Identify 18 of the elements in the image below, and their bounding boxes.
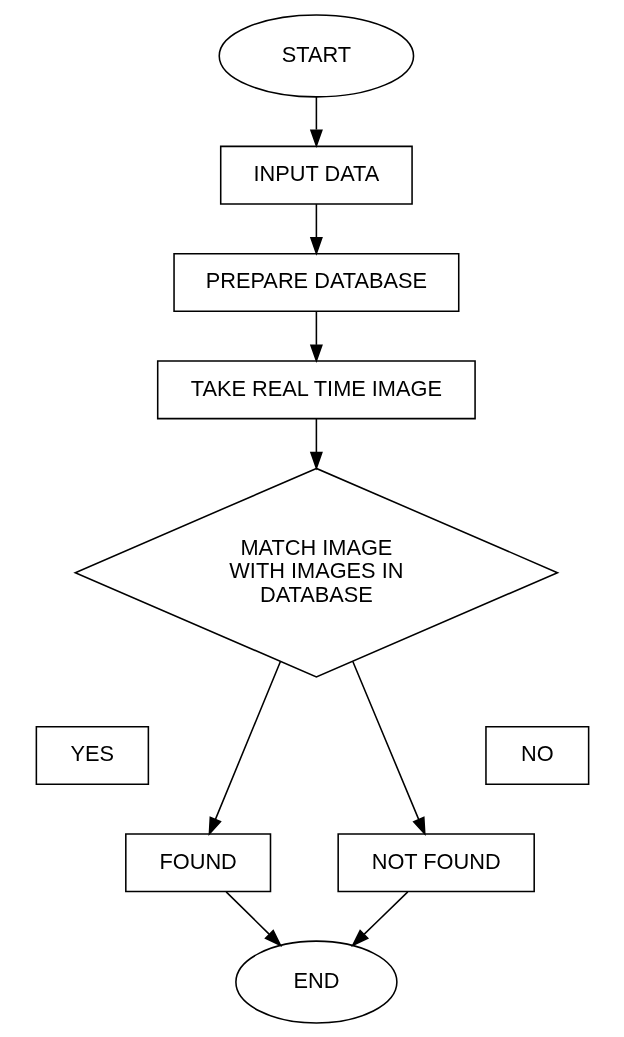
arrow — [350, 890, 409, 947]
node-ellipse: START — [217, 13, 414, 98]
arrow — [309, 310, 323, 363]
node-box: INPUT DATA — [219, 145, 413, 205]
node-box: NOT FOUND — [336, 832, 535, 892]
node-diamond: MATCH IMAGE WITH IMAGES IN DATABASE — [72, 467, 559, 678]
arrow — [309, 95, 323, 148]
arrow — [351, 660, 426, 836]
arrow — [309, 417, 323, 470]
node-box: PREPARE DATABASE — [172, 252, 459, 312]
arrow — [224, 890, 282, 947]
node-box: TAKE REAL TIME IMAGE — [156, 359, 476, 419]
arrow — [208, 660, 281, 836]
node-box: YES — [35, 725, 149, 785]
node-box: NO — [484, 725, 589, 785]
node-ellipse: END — [234, 939, 398, 1024]
arrow — [309, 202, 323, 256]
node-box: FOUND — [124, 832, 271, 892]
